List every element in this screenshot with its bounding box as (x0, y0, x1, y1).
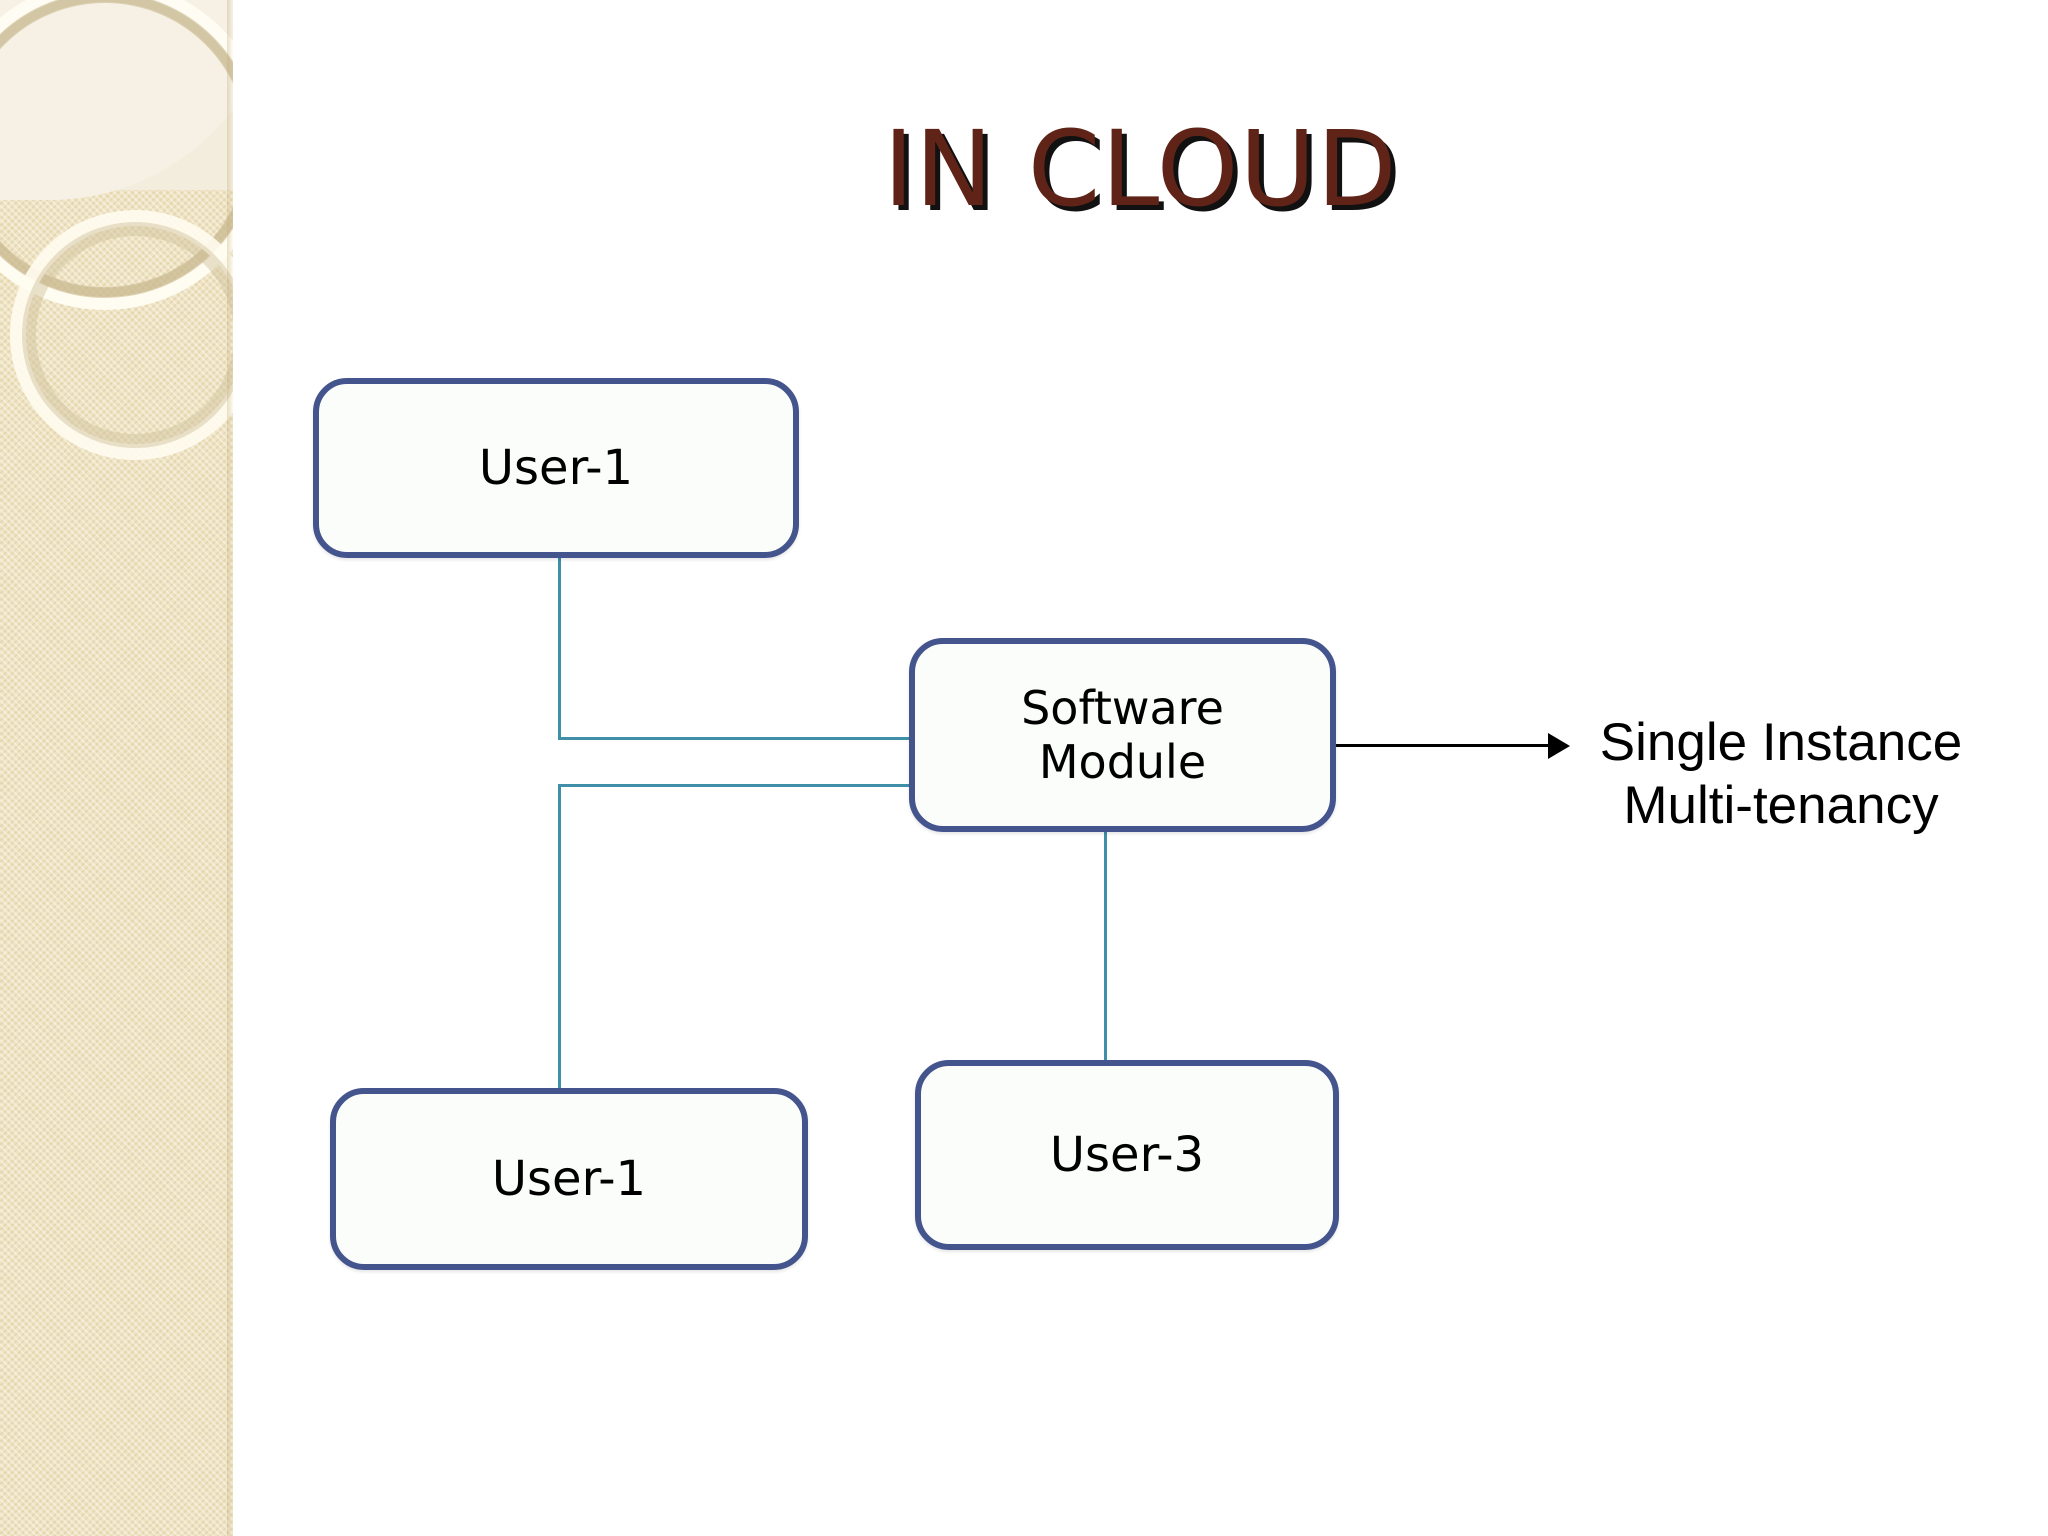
sidebar-edge-shadow (227, 0, 233, 1536)
connector-software-to-user3-vertical (1104, 830, 1107, 1062)
connector-software-to-user1bot-vertical (558, 784, 561, 1090)
node-software-module-label: Software Module (1021, 681, 1224, 790)
arrow-head-icon (1548, 733, 1570, 759)
node-user1-top[interactable]: User-1 (313, 378, 799, 558)
node-user3[interactable]: User-3 (915, 1060, 1339, 1250)
caption-single-instance-multi-tenancy: Single Instance Multi-tenancy (1566, 712, 1996, 837)
node-user1-top-label: User-1 (478, 439, 634, 496)
node-software-module-label-line1: Software (1021, 680, 1224, 735)
connector-user1top-to-software-horizontal (558, 737, 911, 740)
connector-user1top-to-software-vertical (558, 558, 561, 739)
connector-software-to-user1bot-horizontal (558, 784, 911, 787)
decorative-ring-small-inner-icon (22, 222, 233, 448)
caption-line-2: Multi-tenancy (1623, 775, 1939, 835)
page-title: IN CLOUD (883, 108, 1398, 230)
node-user1-bottom-label: User-1 (491, 1150, 647, 1207)
node-user1-bottom[interactable]: User-1 (330, 1088, 808, 1270)
decorative-sidebar (0, 0, 233, 1536)
caption-line-1: Single Instance (1599, 713, 1963, 772)
node-software-module-label-line2: Module (1038, 735, 1207, 789)
arrow-line-to-caption (1336, 744, 1556, 747)
node-user3-label: User-3 (1049, 1126, 1205, 1183)
node-software-module[interactable]: Software Module (909, 638, 1336, 832)
